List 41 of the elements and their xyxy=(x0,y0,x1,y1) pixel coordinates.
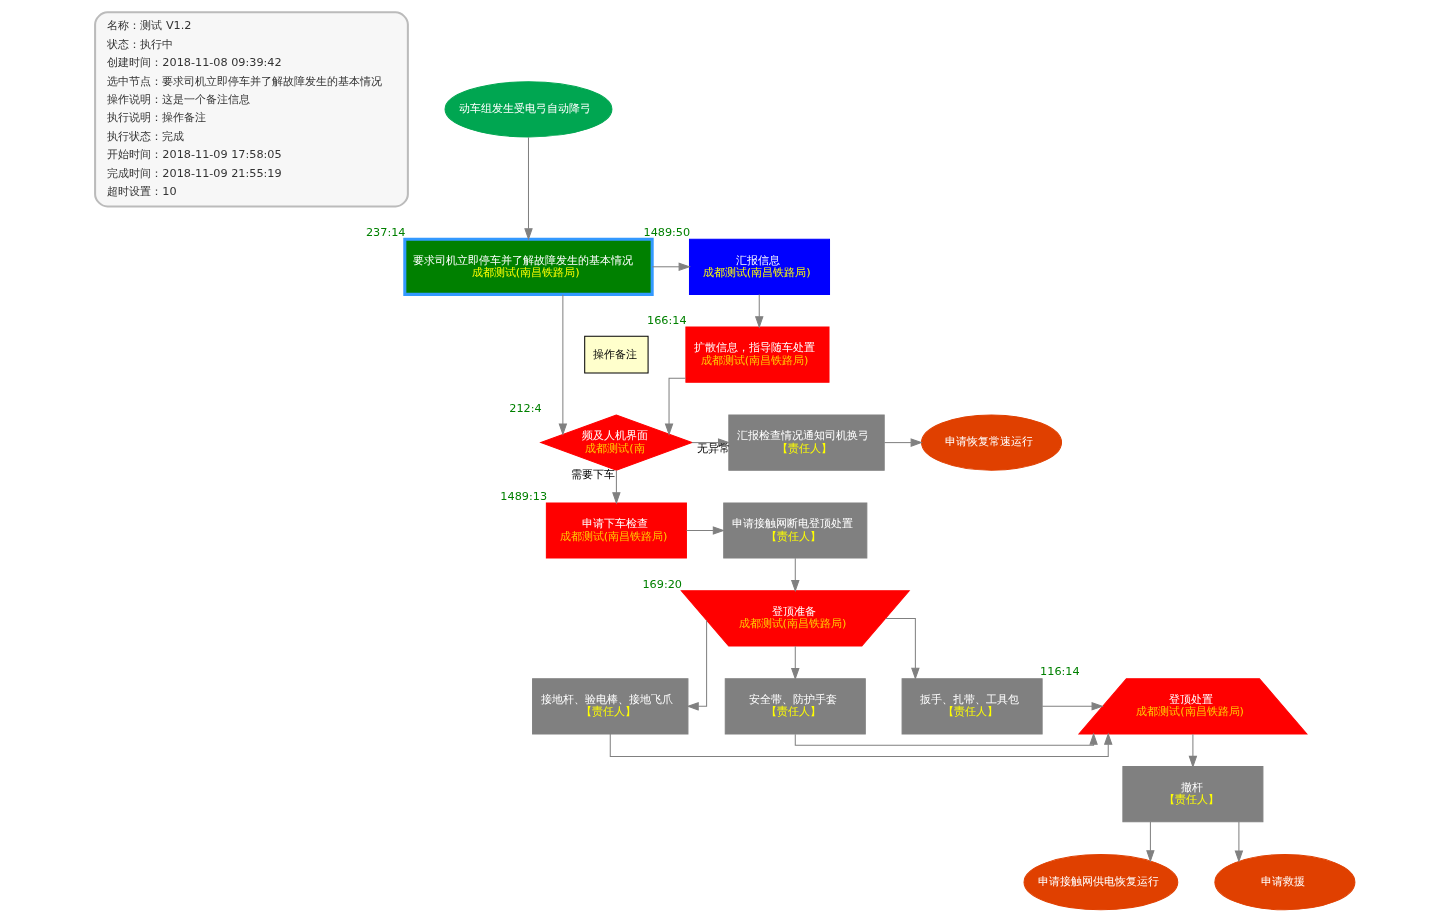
arrow xyxy=(794,732,1098,746)
arrow xyxy=(651,262,691,272)
node-ellipse: 动车组发生受电弓自动降弓 xyxy=(444,81,612,138)
arrow xyxy=(686,619,707,711)
node-label: 1489:13 xyxy=(499,489,547,503)
arrow xyxy=(790,557,800,593)
arrow xyxy=(523,136,533,241)
node-box: 名称：测试 V1.2 状态：执行中 创建时间：2018-11-08 09:39:42 选中节点：要求司机立即停车并了解故障发生的基本情况 操作说明：这是一个备注信息 执行说明：操作备注 执行状态：完成 开始时间：2018-11-09 17:58:05 完成时间：2018-11-09 21:55:19 超时设置：10 xyxy=(93,11,409,208)
arrow xyxy=(609,732,1113,757)
node-box: 接地杆、验电棒、接地飞爪 【责任人】 xyxy=(531,678,688,735)
arrow xyxy=(685,526,725,535)
node-box: 申请接触网断电登顶处置 【责任人】 xyxy=(722,502,867,559)
node-box: 撤杆 【责任人】 xyxy=(1121,766,1263,823)
node-box: 汇报信息 成都测试(南昌铁路局) xyxy=(688,238,830,295)
arrow xyxy=(611,469,621,505)
node-box: 操作备注 xyxy=(583,335,649,374)
arrow xyxy=(790,645,800,681)
arrow xyxy=(558,294,567,436)
arrow xyxy=(884,617,920,681)
arrow xyxy=(1145,821,1155,863)
node-ellipse: 申请救援 xyxy=(1213,854,1355,911)
node-box: 申请下车检查 成都测试(南昌铁路局) xyxy=(545,502,687,559)
node-box: 要求司机立即停车并了解故障发生的基本情况 成都测试(南昌铁路局) xyxy=(402,237,654,296)
node-box: 安全带、防护手套 【责任人】 xyxy=(724,678,866,735)
node-label: 212:4 xyxy=(508,401,542,415)
node-ellipse: 申请接触网供电恢复运行 xyxy=(1023,854,1178,911)
arrow xyxy=(1234,821,1243,863)
edge-label: 需要下车 xyxy=(570,468,615,482)
node-label: 1489:50 xyxy=(642,225,690,239)
node-box: 扳手、扎带、工具包 【责任人】 xyxy=(901,678,1043,735)
node-label: 237:14 xyxy=(365,225,405,239)
node-label: 116:14 xyxy=(1039,665,1080,679)
node-label: 166:14 xyxy=(646,313,687,327)
node-label: 169:20 xyxy=(641,577,682,591)
arrow xyxy=(1041,702,1104,711)
node-box: 扩散信息，指导随车处置 成都测试(南昌铁路局) xyxy=(684,326,829,383)
node-ellipse: 申请恢复常速运行 xyxy=(920,414,1062,471)
arrow xyxy=(1188,733,1197,769)
arrow xyxy=(754,294,764,329)
edge-label: 无异常 xyxy=(696,441,730,455)
arrow xyxy=(883,438,923,447)
